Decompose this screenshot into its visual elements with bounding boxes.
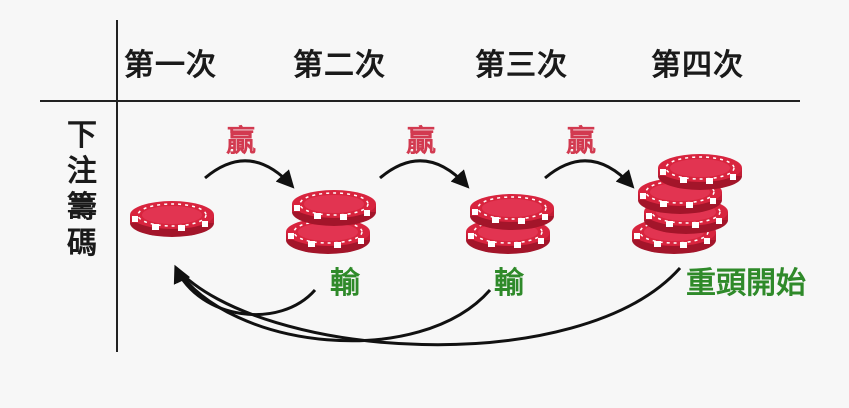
header-divider bbox=[40, 100, 800, 102]
column-header-2: 第二次 bbox=[293, 48, 386, 83]
chip-stack-2 bbox=[285, 189, 377, 255]
win-label-2: 贏 bbox=[406, 124, 436, 159]
row-header: 下 注 籌 碼 bbox=[64, 118, 100, 262]
row-header-char: 下 bbox=[67, 118, 97, 153]
chip-stack-4 bbox=[631, 153, 743, 255]
lose-arrow-2 bbox=[174, 267, 492, 343]
win-arrow-1 bbox=[204, 159, 295, 189]
lose-label-1: 輸 bbox=[330, 266, 360, 301]
restart-arrow bbox=[174, 266, 682, 347]
win-arrow-3 bbox=[544, 159, 635, 189]
chip-stack-1 bbox=[129, 200, 215, 238]
row-header-char: 籌 bbox=[67, 190, 97, 225]
win-arrow-2 bbox=[379, 159, 470, 189]
chip-stack-3 bbox=[465, 193, 555, 255]
lose-arrow-1 bbox=[173, 264, 317, 317]
column-header-4: 第四次 bbox=[651, 48, 744, 83]
win-label-1: 贏 bbox=[226, 124, 256, 159]
row-header-char: 注 bbox=[67, 154, 97, 189]
win-label-3: 贏 bbox=[566, 124, 596, 159]
restart-label: 重頭開始 bbox=[686, 266, 806, 301]
column-header-3: 第三次 bbox=[475, 48, 568, 83]
lose-label-2: 輸 bbox=[494, 266, 524, 301]
column-header-1: 第一次 bbox=[124, 48, 217, 83]
row-header-char: 碼 bbox=[67, 226, 97, 261]
row-divider bbox=[116, 20, 118, 352]
